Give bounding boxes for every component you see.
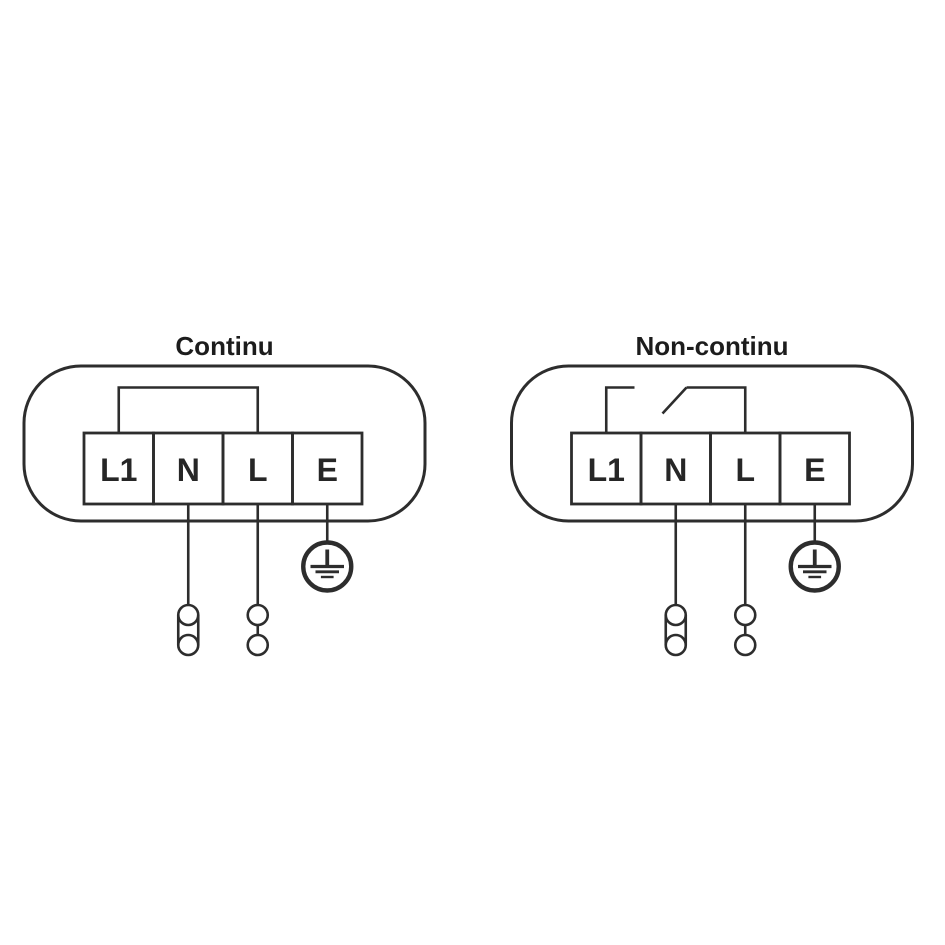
- two-rings-connector-icon: [733, 603, 757, 657]
- connector-ring-top: [733, 603, 757, 627]
- terminal-label-l1: L1: [100, 452, 137, 488]
- two-rings-connector-icon: [246, 603, 270, 657]
- terminal-label-e: E: [804, 452, 825, 488]
- terminal-label-e: E: [317, 452, 338, 488]
- connector-ring-bottom: [246, 633, 270, 657]
- linked-rings-connector-icon: [176, 603, 200, 657]
- diagram-continu: Continu: [22, 331, 427, 657]
- terminal-label-n: N: [177, 452, 200, 488]
- linked-rings-connector-icon: [664, 603, 688, 657]
- protective-earth-icon: [301, 540, 354, 593]
- diagram-continu-linework: [22, 364, 427, 657]
- terminal-label-n: N: [664, 452, 687, 488]
- protective-earth-icon: [788, 540, 841, 593]
- diagram-non-continu: Non-continu: [510, 331, 914, 657]
- terminal-label-l: L: [735, 452, 755, 488]
- diagram-title: Continu: [175, 331, 273, 361]
- device-outline: [510, 364, 914, 523]
- earth-circle: [301, 540, 354, 593]
- diagram-title: Non-continu: [635, 331, 788, 361]
- connector-ring-bottom: [664, 633, 688, 657]
- earth-circle: [788, 540, 841, 593]
- connector-ring-top: [246, 603, 270, 627]
- switch-wire-right-run: [686, 386, 747, 434]
- connector-ring-top: [664, 603, 688, 627]
- switch-blade: [661, 386, 688, 415]
- l1-l-bridge-wire: [117, 386, 260, 434]
- terminal-label-l: L: [248, 452, 268, 488]
- connector-ring-top: [176, 603, 200, 627]
- connector-ring-bottom: [176, 633, 200, 657]
- device-outline: [22, 364, 427, 523]
- diagram-non-continu-linework: [510, 364, 914, 657]
- terminal-label-l1: L1: [588, 452, 625, 488]
- switch-wire-left-stub: [604, 386, 635, 434]
- connector-ring-bottom: [733, 633, 757, 657]
